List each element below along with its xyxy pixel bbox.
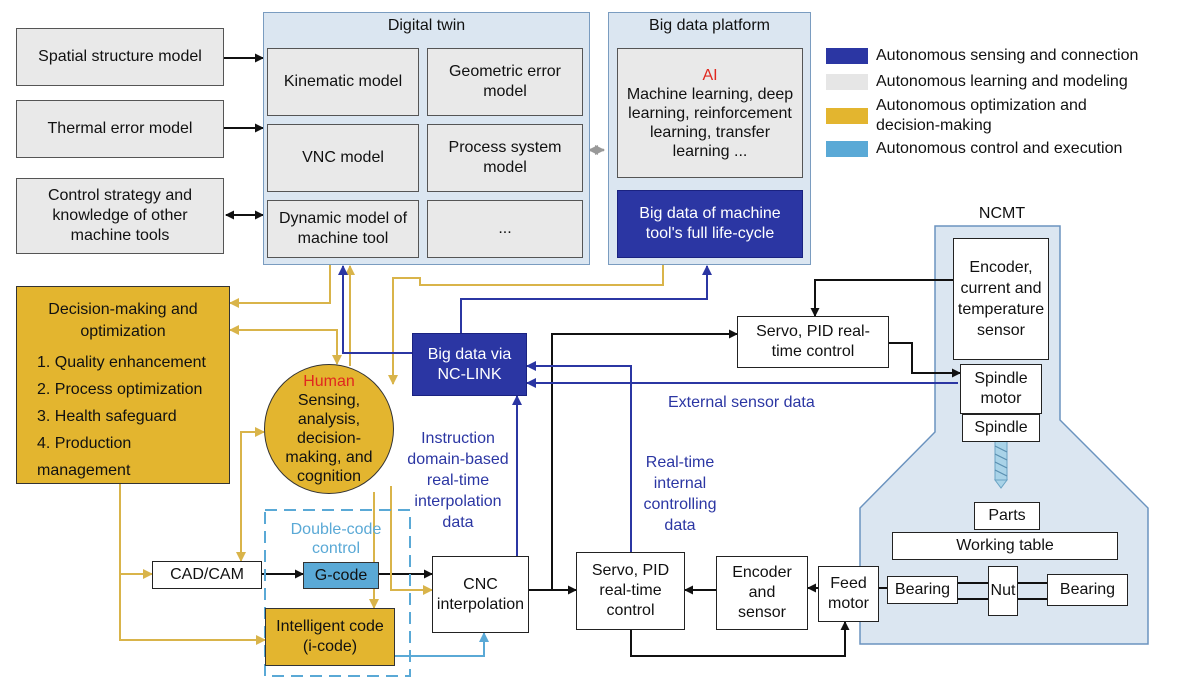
ncmt-encoder-box: Encoder, current and temperature sensor (953, 238, 1049, 360)
feed-motor-box: Feed motor (818, 566, 879, 622)
parts-box: Parts (974, 502, 1040, 530)
decision-item-2: 2. Process optimization (37, 381, 203, 398)
working-table-box: Working table (892, 532, 1118, 560)
legend-swatch-gold (826, 108, 868, 124)
lifecycle-big-data: Big data of machine tool's full life-cyc… (617, 190, 803, 258)
external-sensor-label: External sensor data (668, 394, 815, 411)
human-label: Human (303, 373, 355, 390)
arrow-twin-to-decision (229, 265, 331, 308)
dynamic-model: Dynamic model of machine tool (267, 200, 419, 258)
arrow-nclink-to-lifecycle (460, 265, 712, 333)
double-code-label: Double-code control (290, 521, 382, 557)
drill-bit-icon (994, 439, 1008, 489)
ai-methods-box: AI Machine learning, deep learning, rein… (617, 48, 803, 178)
arrow-servo-to-spindle (889, 342, 961, 378)
arrow-nclink-to-twin (338, 265, 412, 354)
arrow-twin-to-human (229, 325, 342, 365)
gcode-box: G-code (303, 562, 379, 589)
kinematic-model: Kinematic model (267, 48, 419, 116)
encoder-sensor-box: Encoder and sensor (716, 556, 808, 630)
decision-item-1: 1. Quality enhancement (37, 354, 206, 371)
arrow-cnc-to-servo-top (551, 329, 738, 590)
spindle-motor-box: Spindle motor (960, 364, 1042, 414)
spindle-box: Spindle (962, 414, 1040, 442)
legend-item-optimization: Autonomous optimization and decision-mak… (826, 96, 1146, 136)
arrow-human-to-cnc (390, 486, 433, 595)
realtime-label: Real-time internal controlling data (643, 454, 717, 534)
geometric-error-model: Geometric error model (427, 48, 583, 116)
big-data-platform-title: Big data platform (649, 17, 770, 34)
legend-item-sensing: Autonomous sensing and connection (826, 46, 1138, 66)
arrow-decision-to-cadcam (119, 484, 153, 579)
legend-swatch-lightblue (826, 141, 868, 157)
legend-item-learning: Autonomous learning and modeling (826, 72, 1128, 92)
arrow-servo-to-feedmotor (630, 621, 850, 657)
human-text: Sensing, analysis, decision-making, and … (285, 392, 373, 485)
digital-twin-title: Digital twin (387, 17, 466, 34)
thermal-error-model: Thermal error model (16, 100, 224, 158)
arrow-decision-to-icode (119, 574, 266, 645)
bearing-right-box: Bearing (1047, 574, 1128, 606)
double-code-frame (264, 509, 411, 677)
legend-swatch-gray (826, 74, 868, 90)
legend-item-control: Autonomous control and execution (826, 139, 1122, 159)
icode-box: Intelligent code (i-code) (265, 608, 395, 666)
servo-bottom-box: Servo, PID real-time control (576, 552, 685, 630)
bearing-left-box: Bearing (887, 576, 958, 604)
instruction-label: Instruction domain-based real-time inter… (407, 430, 509, 531)
human-circle: Human Sensing, analysis, decision-making… (264, 364, 394, 494)
ai-label: AI (702, 66, 718, 84)
servo-top-box: Servo, PID real-time control (737, 316, 889, 368)
nclink-box: Big data via NC-LINK (412, 333, 527, 396)
arrow-lifecycle-to-human (388, 265, 664, 385)
vnc-model: VNC model (267, 124, 419, 192)
arrow-cadcam-human (236, 427, 265, 562)
decision-making-box: Decision-making and optimization 1. Qual… (16, 286, 230, 484)
decision-title: Decision-making and optimization (48, 301, 198, 340)
legend-swatch-navy (826, 48, 868, 64)
cadcam-box: CAD/CAM (152, 561, 262, 589)
spatial-structure-model: Spatial structure model (16, 28, 224, 86)
cnc-interpolation-box: CNC interpolation (432, 556, 529, 633)
process-system-model: Process system model (427, 124, 583, 192)
ai-methods-text: Machine learning, deep learning, reinfor… (626, 85, 794, 160)
decision-item-4: 4. Production management (37, 435, 132, 479)
decision-item-3: 3. Health safeguard (37, 408, 177, 425)
nut-box: Nut (988, 566, 1018, 616)
ncmt-title: NCMT (978, 205, 1026, 222)
control-strategy-box: Control strategy and knowledge of other … (16, 178, 224, 254)
more-models: ... (427, 200, 583, 258)
arrow-servo-to-nclink (526, 361, 632, 552)
arrow-icode-to-cnc (395, 632, 489, 657)
